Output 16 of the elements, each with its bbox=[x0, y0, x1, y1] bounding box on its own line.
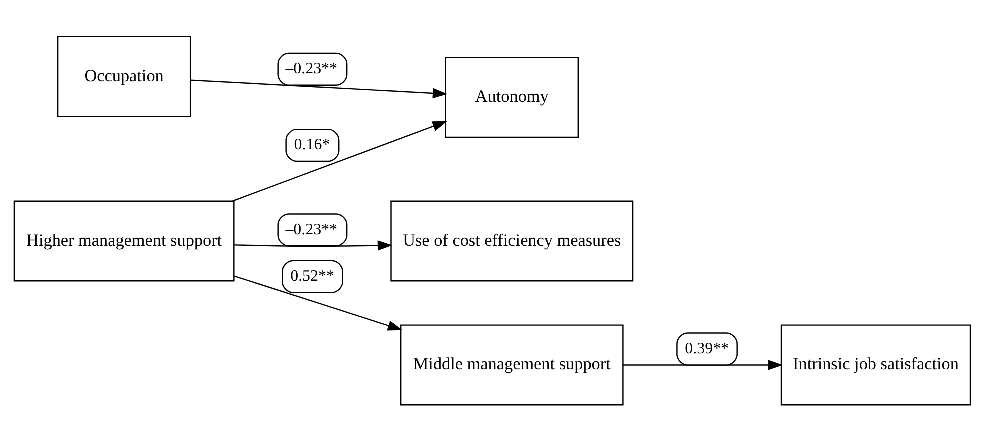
arrow bbox=[234, 276, 402, 331]
node-box: Higher management support bbox=[13, 200, 234, 282]
node-box: Middle management support bbox=[400, 324, 624, 406]
node-box: Intrinsic job satisfaction bbox=[780, 324, 971, 406]
edge-label: 0.39** bbox=[684, 340, 729, 358]
node-box: Occupation bbox=[56, 36, 191, 118]
node-box: Use of cost efficiency measures bbox=[390, 200, 634, 282]
edge-label: –0.23** bbox=[285, 221, 337, 238]
edge-label: 0.52** bbox=[290, 268, 334, 286]
arrow bbox=[234, 240, 392, 251]
arrow bbox=[232, 121, 448, 202]
arrow bbox=[622, 360, 783, 370]
node-box: Autonomy bbox=[444, 57, 579, 138]
arrow bbox=[190, 80, 448, 99]
edge-label: –0.23** bbox=[285, 60, 337, 78]
edge-label: 0.16* bbox=[294, 136, 330, 154]
